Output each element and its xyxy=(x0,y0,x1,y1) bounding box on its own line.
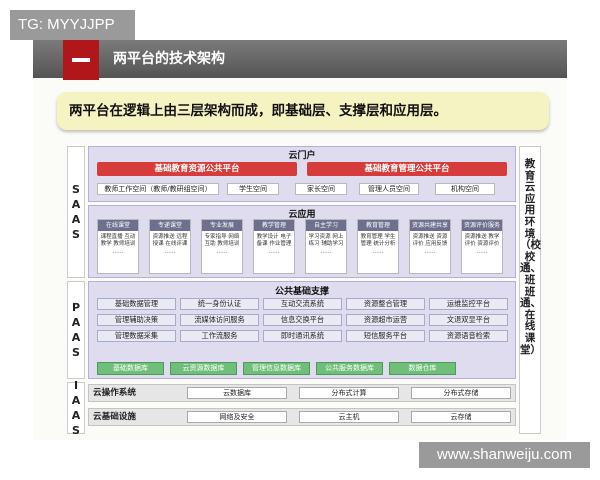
paas-service: 短信服务平台 xyxy=(346,330,425,342)
cloud-infra-bar: 云基础设施 网络及安全 云主机 云存储 xyxy=(88,408,516,426)
management-platform: 基础教育管理公共平台 xyxy=(307,162,507,176)
app-module: 资源共建共享资源推送 资源评价 应用反馈 …… xyxy=(409,219,451,274)
cloud-db: 云数据库 xyxy=(187,387,287,399)
app-module: 在线课堂课程直播 互动教学 教师培训 …… xyxy=(97,219,139,274)
paas-panel: 公共基础支撑 基础数据管理统一身份认证互动交流系统资源整合管理运维监控平台管理辅… xyxy=(88,281,516,379)
cloud-infra-label: 云基础设施 xyxy=(93,412,136,422)
app-module-title: 专递课堂 xyxy=(150,220,190,231)
app-module: 专递课堂资源推送 远程授课 在线评课 …… xyxy=(149,219,191,274)
app-environment-text: 教育云应用环境（校校通、班班通、在线课堂） xyxy=(520,158,541,356)
database-item: 公共服务数据库 xyxy=(316,362,383,375)
paas-service: 管理辅助决策 xyxy=(97,314,176,326)
distributed-compute: 分布式计算 xyxy=(299,387,399,399)
app-module-body: 课程直播 互动教学 教师培训 …… xyxy=(100,234,136,255)
paas-service: 统一身份认证 xyxy=(180,298,259,310)
app-module-body: 教育管理 学生管理 统计分析 …… xyxy=(360,234,396,255)
app-module-body: 资源推送 教学评价 资源评价 …… xyxy=(464,234,500,255)
paas-service: 资源超市运营 xyxy=(346,314,425,326)
watermark: www.shanweiju.com xyxy=(419,442,590,468)
paas-service: 互动交流系统 xyxy=(263,298,342,310)
app-module-title: 教育管理 xyxy=(358,220,398,231)
paas-service: 资源整合管理 xyxy=(346,298,425,310)
network-security: 网络及安全 xyxy=(187,411,287,423)
paas-service: 信息交换平台 xyxy=(263,314,342,326)
paas-service: 基础数据管理 xyxy=(97,298,176,310)
tg-tag: TG: MYYJJPP xyxy=(10,10,135,40)
app-module-title: 资源共建共享 xyxy=(410,220,450,231)
app-module-body: 教学设计 电子备课 作业管理 …… xyxy=(256,234,292,255)
cloud-apps-panel: 云应用 在线课堂课程直播 互动教学 教师培训 ……专递课堂资源推送 远程授课 在… xyxy=(88,205,516,278)
app-module-body: 学习资源 网上练习 辅助学习 …… xyxy=(308,234,344,255)
cloud-storage: 云存储 xyxy=(411,411,511,423)
app-module-title: 资源评价服务 xyxy=(462,220,502,231)
app-module-body: 专家指导 网络互助 教师培训 …… xyxy=(204,234,240,255)
page-title: 两平台的技术架构 xyxy=(113,51,225,67)
paas-service: 流媒体访问服务 xyxy=(180,314,259,326)
database-item: 管理信息数据库 xyxy=(243,362,310,375)
cloud-apps-title: 云应用 xyxy=(288,210,316,220)
cloud-portal-title: 云门户 xyxy=(288,151,316,161)
cloud-host: 云主机 xyxy=(299,411,399,423)
space-parent: 家长空间 xyxy=(295,183,347,195)
app-environment-label: 教育云应用环境（校校通、班班通、在线课堂） xyxy=(519,146,541,434)
dash-icon xyxy=(63,40,99,80)
resource-platform: 基础教育资源公共平台 xyxy=(97,162,297,176)
app-module: 资源评价服务资源推送 教学评价 资源评价 …… xyxy=(461,219,503,274)
app-module-title: 在线课堂 xyxy=(98,220,138,231)
space-student: 学生空间 xyxy=(227,183,279,195)
app-module-body: 资源推送 资源评价 应用反馈 …… xyxy=(412,234,448,255)
paas-service: 运维监控平台 xyxy=(429,298,508,310)
app-module: 教学管理教学设计 电子备课 作业管理 …… xyxy=(253,219,295,274)
cloud-portal-panel: 云门户 基础教育资源公共平台 基础教育管理公共平台 教师工作空间（教师/教研组空… xyxy=(88,146,516,202)
distributed-storage: 分布式存储 xyxy=(411,387,511,399)
app-module-title: 自主学习 xyxy=(306,220,346,231)
app-module-body: 资源推送 远程授课 在线评课 …… xyxy=(152,234,188,255)
app-module: 教育管理教育管理 学生管理 统计分析 …… xyxy=(357,219,399,274)
app-module-title: 教学管理 xyxy=(254,220,294,231)
paas-service: 管理数据采集 xyxy=(97,330,176,342)
paas-service: 即时通讯系统 xyxy=(263,330,342,342)
database-item: 数据仓库 xyxy=(389,362,456,375)
cloud-os-bar: 云操作系统 云数据库 分布式计算 分布式存储 xyxy=(88,384,516,402)
paas-title: 公共基础支撑 xyxy=(274,287,329,297)
space-institution: 机构空间 xyxy=(435,183,495,195)
app-module: 自主学习学习资源 网上练习 辅助学习 …… xyxy=(305,219,347,274)
app-module-title: 专业发展 xyxy=(202,220,242,231)
space-admin: 管理人员空间 xyxy=(359,183,419,195)
paas-service: 工作流服务 xyxy=(180,330,259,342)
app-module: 专业发展专家指导 网络互助 教师培训 …… xyxy=(201,219,243,274)
paas-service: 资源语音检索 xyxy=(429,330,508,342)
summary-text: 两平台在逻辑上由三层架构而成，即基础层、支撑层和应用层。 xyxy=(69,103,447,119)
cloud-os-label: 云操作系统 xyxy=(93,388,136,398)
database-item: 云资源数据库 xyxy=(170,362,237,375)
header-bar: 两平台的技术架构 xyxy=(33,40,567,80)
database-item: 基础数据库 xyxy=(97,362,164,375)
summary-banner: 两平台在逻辑上由三层架构而成，即基础层、支撑层和应用层。 xyxy=(57,92,549,130)
paas-service: 文退双显平台 xyxy=(429,314,508,326)
space-teacher: 教师工作空间（教师/教研组空间） xyxy=(97,183,219,195)
